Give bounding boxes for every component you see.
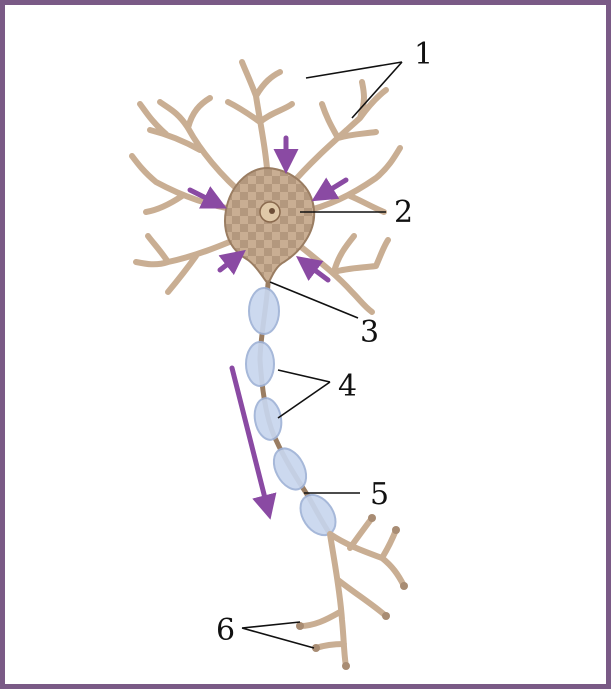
arrow-up-right-icon bbox=[220, 256, 238, 270]
myelin-sheaths bbox=[246, 288, 343, 542]
label-6: 6 bbox=[216, 613, 235, 648]
myelin-sheath bbox=[249, 288, 279, 334]
myelin-sheath bbox=[267, 443, 312, 495]
cell-body bbox=[225, 168, 314, 284]
myelin-sheath bbox=[246, 342, 274, 386]
myelin-sheath bbox=[252, 396, 285, 442]
part-labels: 1 2 3 4 5 6 bbox=[216, 37, 433, 648]
label-4: 4 bbox=[338, 369, 357, 404]
axon-terminals bbox=[300, 518, 404, 666]
label-3: 3 bbox=[360, 315, 379, 350]
label-5: 5 bbox=[370, 477, 389, 512]
myelin-sheath bbox=[293, 488, 342, 541]
label-1: 1 bbox=[414, 37, 433, 72]
arrow-left-icon bbox=[320, 180, 346, 196]
label-2: 2 bbox=[394, 195, 413, 230]
